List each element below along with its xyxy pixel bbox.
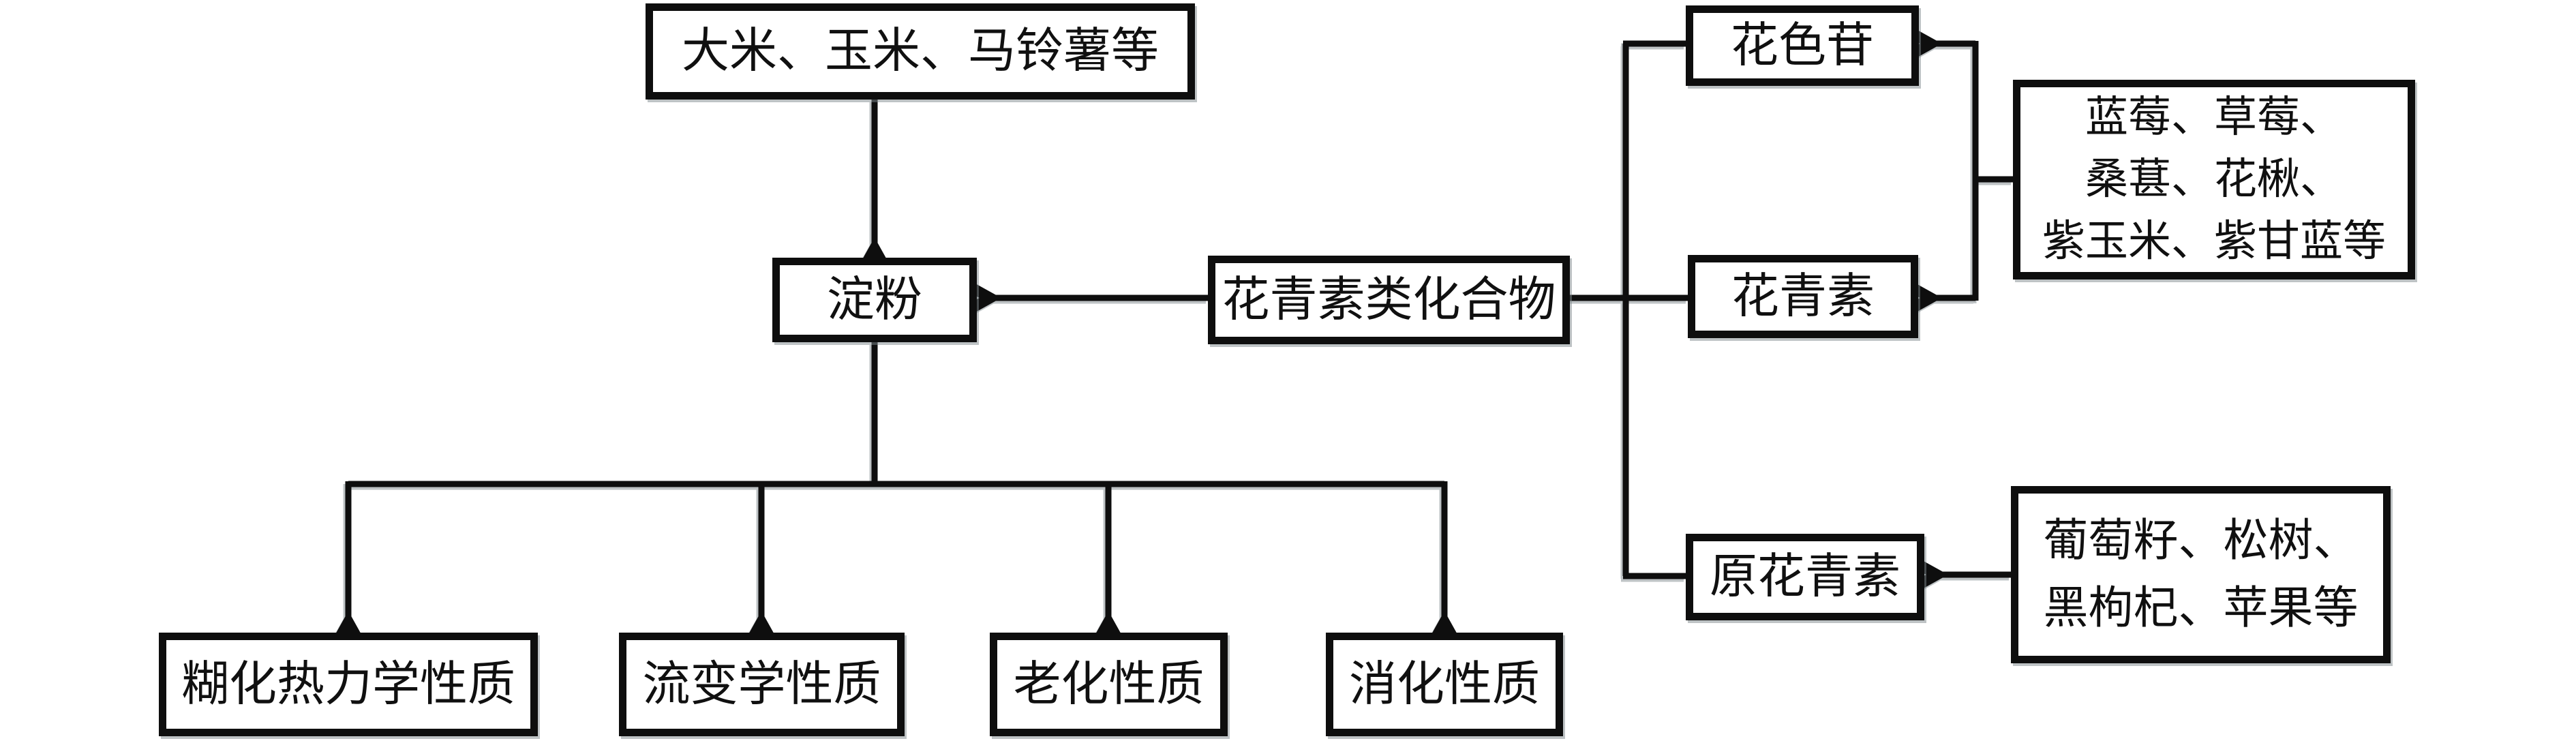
node-anthocyanidin: 花青素: [1688, 255, 1918, 338]
node-rheology-property: 流变学性质: [619, 633, 905, 736]
node-digestion-property-label: 消化性质: [1349, 658, 1540, 711]
node-proanthocyanidin: 原花青素: [1686, 534, 1924, 620]
node-berry-sources-label: 蓝莓、草莓、 桑葚、花楸、 紫玉米、紫甘蓝等: [2042, 93, 2386, 265]
node-berry-sources: 蓝莓、草莓、 桑葚、花楸、 紫玉米、紫甘蓝等: [2013, 80, 2415, 279]
node-retrogradation-property: 老化性质: [990, 633, 1228, 736]
node-starch-sources-label: 大米、玉米、马铃薯等: [682, 25, 1159, 78]
node-starch-label: 淀粉: [827, 273, 922, 327]
node-proanthocyanidin-label: 原花青素: [1710, 551, 1900, 603]
node-grape-sources-label: 葡萄籽、松树、 黑枸杞、苹果等: [2043, 516, 2359, 633]
node-grape-sources: 葡萄籽、松树、 黑枸杞、苹果等: [2011, 486, 2391, 663]
node-anthocyanin-compounds-label: 花青素类化合物: [1222, 273, 1556, 327]
node-starch: 淀粉: [772, 258, 977, 342]
node-anthocyanin-glycoside: 花色苷: [1686, 5, 1919, 86]
node-gelatinization-property: 糊化热力学性质: [159, 633, 538, 736]
node-gelatinization-property-label: 糊化热力学性质: [181, 658, 515, 711]
node-anthocyanidin-label: 花青素: [1731, 270, 1875, 323]
node-retrogradation-property-label: 老化性质: [1013, 658, 1204, 711]
node-anthocyanin-compounds: 花青素类化合物: [1208, 256, 1570, 344]
node-rheology-property-label: 流变学性质: [642, 658, 881, 711]
node-anthocyanin-glycoside-label: 花色苷: [1731, 19, 1874, 72]
node-digestion-property: 消化性质: [1326, 633, 1563, 736]
node-starch-sources: 大米、玉米、马铃薯等: [646, 3, 1195, 100]
